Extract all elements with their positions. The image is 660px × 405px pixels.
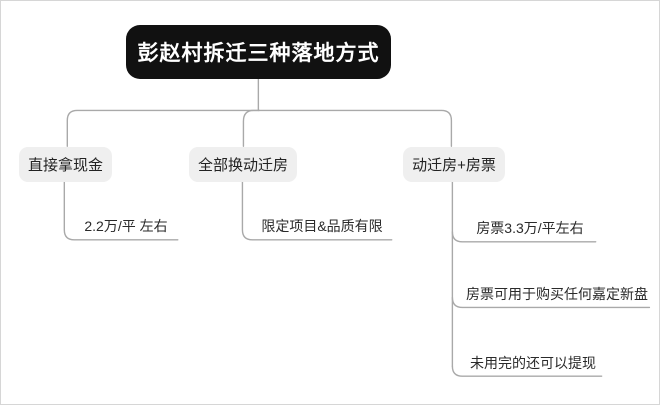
connector-leaf-1 — [63, 180, 179, 241]
leaf-node-limited-projects[interactable]: 限定项目&品质有限 — [261, 218, 383, 234]
branch-node-cash[interactable]: 直接拿现金 — [19, 147, 112, 182]
connector-leaf-4 — [451, 296, 651, 309]
leaf-node-ticket-usage[interactable]: 房票可用于购买任何嘉定新盘 — [466, 286, 648, 302]
branch-node-housing-plus-ticket[interactable]: 动迁房+房票 — [403, 147, 505, 182]
leaf-node-cash-price[interactable]: 2.2万/平 左右 — [84, 218, 168, 234]
connector-leaf-5 — [451, 365, 603, 377]
connector-middle-drop — [242, 109, 261, 147]
connector-rail — [66, 109, 453, 147]
leaf-node-ticket-price[interactable]: 房票3.3万/平左右 — [476, 220, 584, 236]
root-node[interactable]: 彭赵村拆迁三种落地方式 — [126, 25, 391, 79]
connector-leaf-3 — [451, 231, 597, 243]
connector-leaf-2 — [241, 180, 393, 241]
leaf-node-ticket-cashout[interactable]: 未用完的还可以提现 — [470, 355, 596, 371]
branch-node-relocation-housing[interactable]: 全部换动迁房 — [189, 147, 297, 182]
